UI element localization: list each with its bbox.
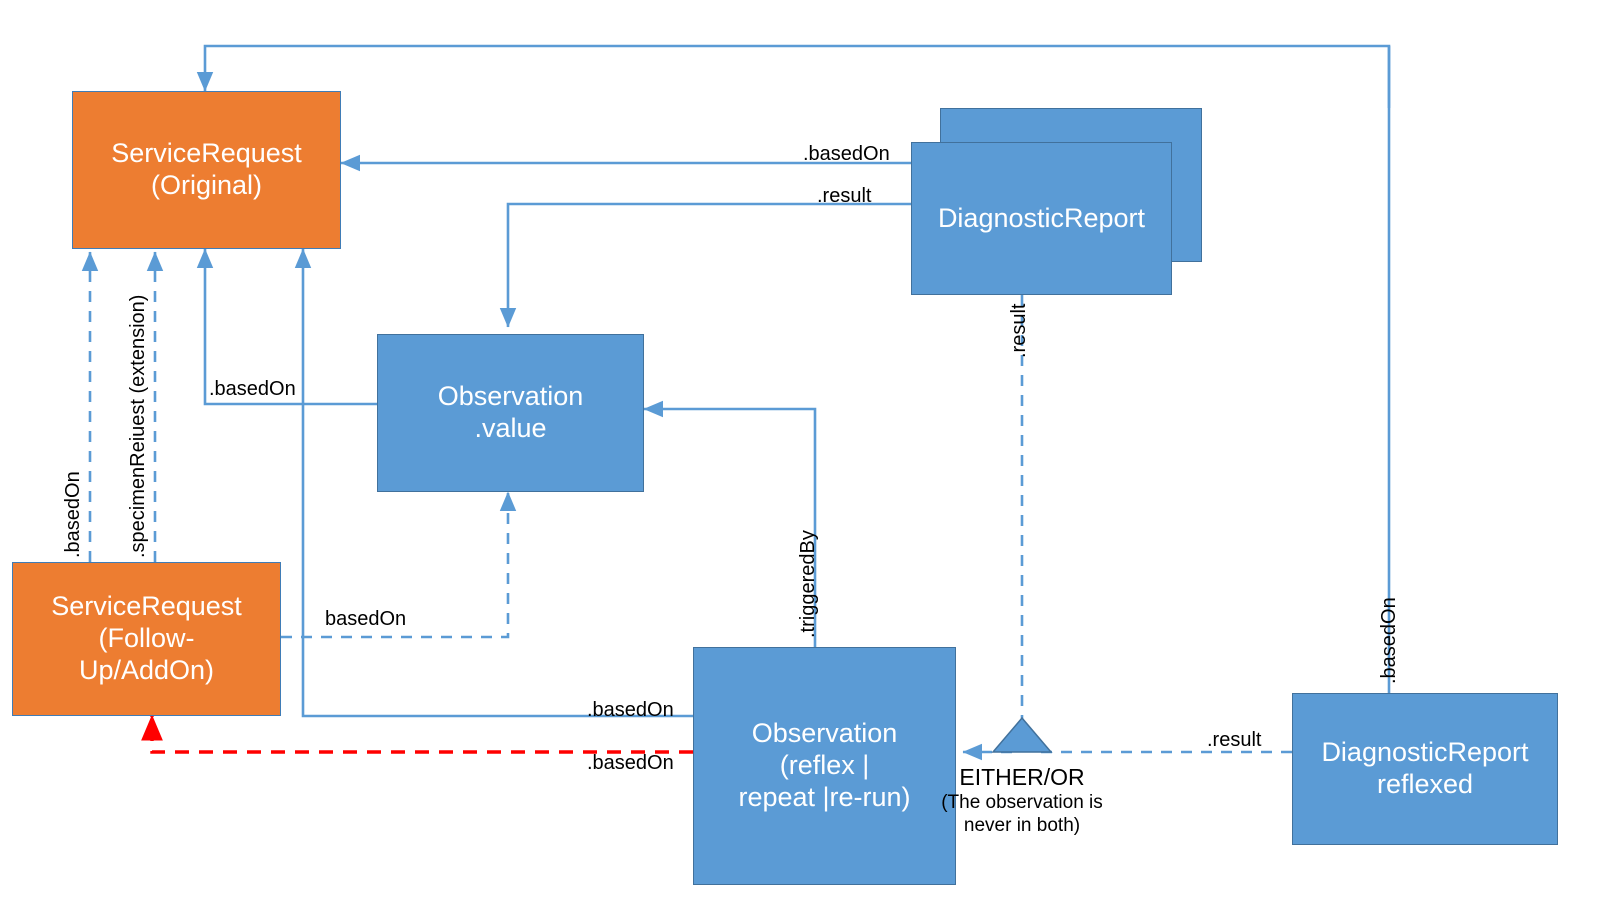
node-diagnosticreport-front-label: DiagnosticReport (937, 202, 1146, 233)
node-diagnosticreport-reflexed[interactable]: DiagnosticReport reflexed (1292, 693, 1558, 845)
node-servicerequest-original-label: ServiceRequest (Original) (111, 138, 302, 200)
edge-label-result-reflexed: .result (1207, 729, 1262, 751)
either-or-title: EITHER/OR (959, 764, 1085, 790)
node-servicerequest-followup-label: ServiceRequest (Follow- Up/AddOn) (51, 591, 242, 685)
edge-obsreflex-triggeredby-obsvalue (643, 400, 817, 647)
either-or-triangle (991, 716, 1053, 753)
edge-label-basedon-left-vertical: .basedOn (62, 471, 84, 558)
edge-label-basedon-right-vertical: .basedOn (1378, 597, 1400, 684)
edge-label-basedon-followup: basedOn (325, 608, 407, 630)
node-diagnosticreport-front[interactable]: DiagnosticReport (911, 142, 1172, 295)
edge-dr-result-obsvalue (499, 202, 911, 328)
edge-label-triggeredby-vertical: .triggeredBy (797, 530, 819, 638)
node-observation-reflex[interactable]: Observation (reflex | repeat |re-run) (693, 647, 956, 885)
either-or-note: (The observation is never in both) (941, 792, 1103, 836)
edge-label-basedon-reflex-red: .basedOn (587, 752, 674, 774)
node-observation-reflex-label: Observation (reflex | repeat |re-run) (738, 718, 911, 812)
edge-label-basedon-dr-top: .basedOn (803, 143, 890, 165)
edge-label-basedon-obsvalue: .basedOn (209, 378, 296, 400)
edge-label-basedon-reflex: .basedOn (587, 699, 674, 721)
edge-dr-basedon-top (196, 44, 1391, 108)
node-observation-value[interactable]: Observation .value (377, 334, 644, 492)
edge-label-result-vertical: .result (1008, 303, 1030, 358)
node-servicerequest-followup[interactable]: ServiceRequest (Follow- Up/AddOn) (12, 562, 281, 716)
node-diagnosticreport-reflexed-label: DiagnosticReport reflexed (1321, 737, 1529, 799)
node-servicerequest-original[interactable]: ServiceRequest (Original) (72, 91, 341, 249)
edge-label-result-dr-top: .result (817, 185, 872, 207)
node-observation-value-label: Observation .value (437, 381, 584, 443)
edge-label-specimenrequest-vertical: .specimenReiuest (extension) (127, 294, 149, 558)
